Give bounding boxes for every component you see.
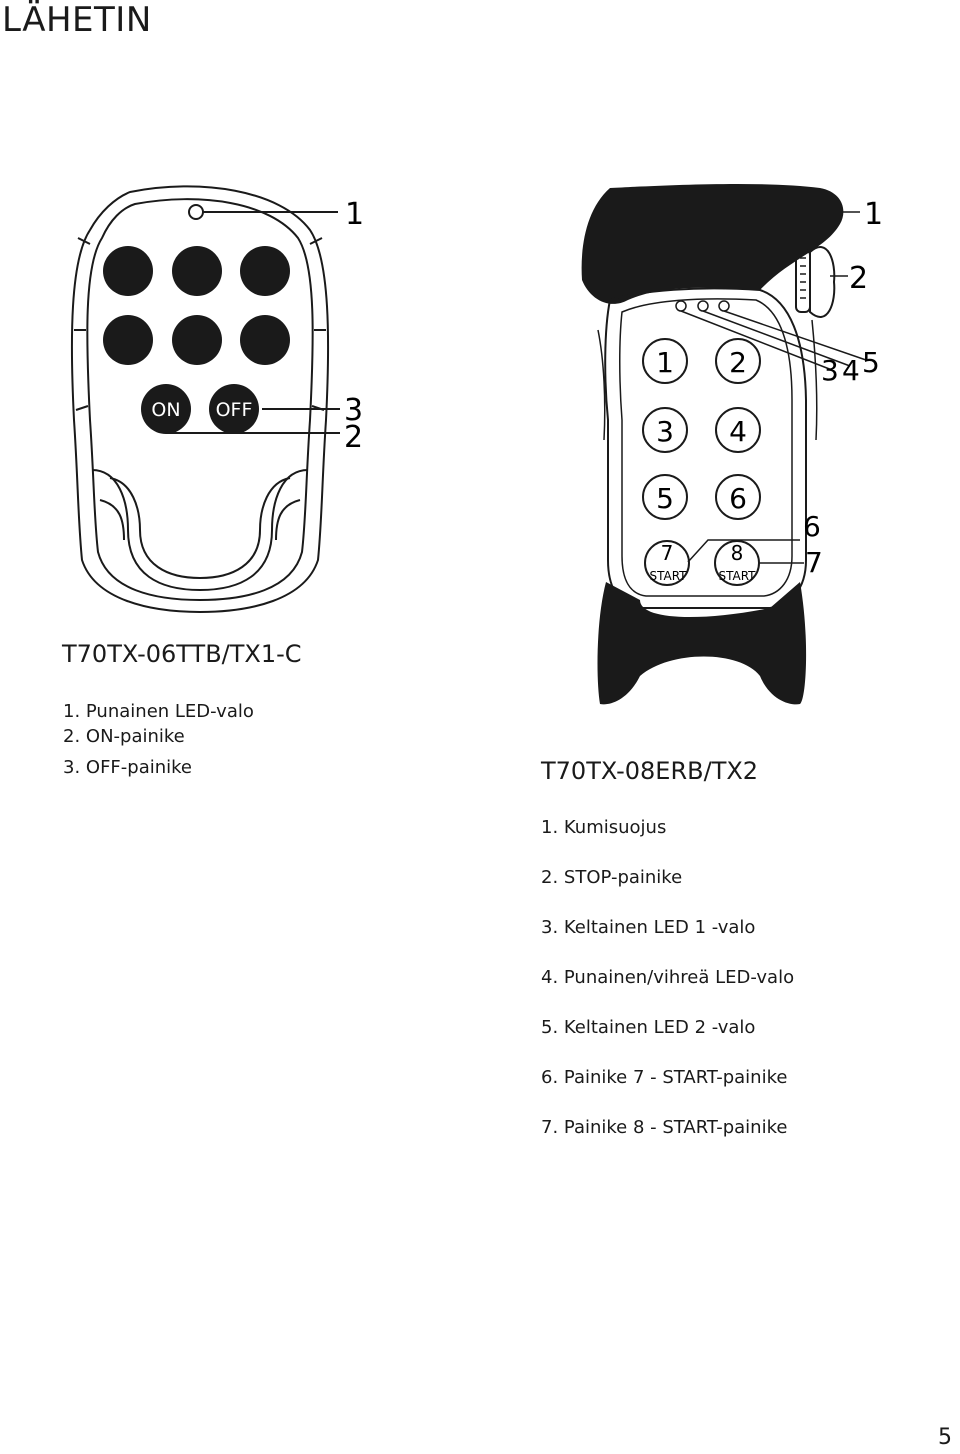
right-legend-item-4: 4. Punainen/vihreä LED-valo bbox=[541, 967, 795, 988]
key-8-label: 8 bbox=[731, 541, 744, 565]
right-legend-item-3: 3. Keltainen LED 1 -valo bbox=[541, 917, 756, 938]
right-callout-4: 4 bbox=[842, 354, 860, 387]
on-button bbox=[141, 384, 191, 434]
right-callout-3: 3 bbox=[821, 354, 839, 387]
left-legend-item-3: 3. OFF-painike bbox=[63, 757, 192, 778]
left-button-6 bbox=[240, 315, 290, 365]
key-7-start-label: START bbox=[649, 569, 687, 583]
left-button-1 bbox=[103, 246, 153, 296]
key-7-label: 7 bbox=[661, 541, 674, 565]
off-button-label: OFF bbox=[216, 399, 253, 421]
right-callout-1: 1 bbox=[864, 197, 883, 232]
on-button-label: ON bbox=[151, 399, 180, 421]
right-callout-6: 6 bbox=[803, 510, 821, 543]
key-8-start-label: START bbox=[718, 569, 756, 583]
key-5-label: 5 bbox=[656, 482, 674, 515]
off-button bbox=[209, 384, 259, 434]
page-number: 5 bbox=[938, 1425, 952, 1450]
left-keypad bbox=[103, 246, 290, 434]
right-legend-item-5: 5. Keltainen LED 2 -valo bbox=[541, 1017, 756, 1038]
page-title: LÄHETIN bbox=[2, 0, 152, 40]
key-3-label: 3 bbox=[656, 415, 674, 448]
right-legend-item-7: 7. Painike 8 - START-painike bbox=[541, 1117, 788, 1138]
right-remote-illustration bbox=[581, 183, 867, 705]
left-legend-item-2: 2. ON-painike bbox=[63, 726, 185, 747]
right-legend-item-1: 1. Kumisuojus bbox=[541, 817, 667, 838]
key-1-label: 1 bbox=[656, 346, 674, 379]
right-callout-5: 5 bbox=[862, 346, 880, 379]
left-callout-1: 1 bbox=[345, 197, 364, 232]
key-4-label: 4 bbox=[729, 415, 747, 448]
left-callout-3: 3 bbox=[344, 393, 363, 428]
left-button-2 bbox=[172, 246, 222, 296]
left-button-3 bbox=[240, 246, 290, 296]
left-button-5 bbox=[172, 315, 222, 365]
key-6-label: 6 bbox=[729, 482, 747, 515]
left-button-4 bbox=[103, 315, 153, 365]
right-legend-item-2: 2. STOP-painike bbox=[541, 867, 683, 888]
left-callout-2: 2 bbox=[344, 420, 363, 455]
right-legend-item-6: 6. Painike 7 - START-painike bbox=[541, 1067, 788, 1088]
right-callout-7: 7 bbox=[805, 546, 823, 579]
key-2-label: 2 bbox=[729, 346, 747, 379]
right-callout-2: 2 bbox=[849, 261, 868, 296]
left-legend-item-1: 1. Punainen LED-valo bbox=[63, 701, 254, 722]
left-model-name: T70TX-06TTB/TX1-C bbox=[62, 640, 302, 668]
right-model-name: T70TX-08ERB/TX2 bbox=[541, 757, 759, 785]
